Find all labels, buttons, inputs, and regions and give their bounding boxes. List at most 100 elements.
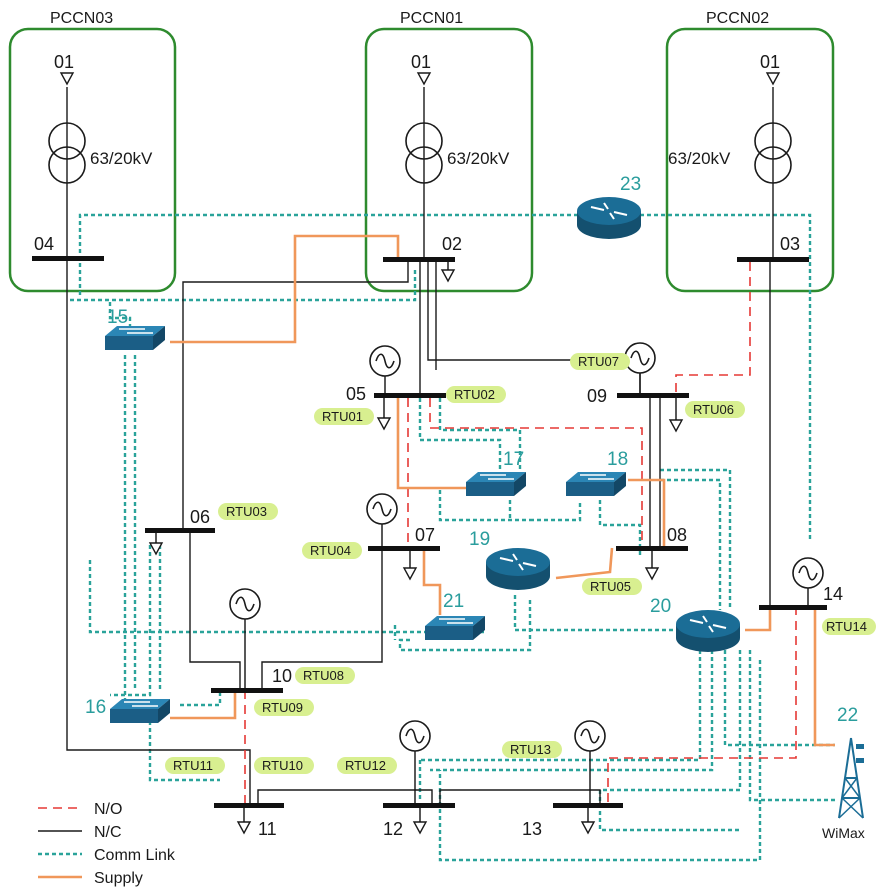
- bus-label-10: 10: [272, 666, 292, 686]
- rtu-06: RTU06: [685, 401, 745, 418]
- feeder-label-pccn01: 01: [411, 52, 431, 72]
- legend-supply: Supply: [94, 870, 143, 887]
- svg-text:RTU09: RTU09: [262, 700, 303, 715]
- pccn01-label: PCCN01: [400, 10, 463, 27]
- switch-icon: [565, 471, 627, 497]
- svg-text:RTU13: RTU13: [510, 742, 551, 757]
- svg-text:RTU12: RTU12: [345, 758, 386, 773]
- legend: N/O N/C Comm Link Supply: [38, 801, 176, 887]
- generator-icon: [369, 345, 401, 377]
- generator-icon: [366, 493, 398, 525]
- generator-icon: [624, 342, 656, 374]
- generator-icon: [792, 557, 824, 589]
- node-label-22: 22: [837, 705, 858, 726]
- pccn02-label: PCCN02: [706, 10, 769, 27]
- svg-text:RTU01: RTU01: [322, 409, 363, 424]
- svg-text:RTU10: RTU10: [262, 758, 303, 773]
- rtu-08: RTU08: [295, 667, 355, 684]
- rtu-13: RTU13: [502, 741, 562, 758]
- no-lines: [244, 262, 797, 805]
- bus-label-04: 04: [34, 234, 54, 254]
- bus-bars: [32, 256, 827, 808]
- svg-text:RTU07: RTU07: [578, 354, 619, 369]
- rtu-12: RTU12: [337, 757, 397, 774]
- bus-10: [211, 688, 283, 693]
- rtu-09: RTU09: [254, 699, 314, 716]
- generator-icon: [574, 720, 606, 752]
- rtu-05: RTU05: [582, 578, 642, 595]
- bus-08: [616, 546, 688, 551]
- svg-text:RTU05: RTU05: [590, 579, 631, 594]
- feeder-01-pccn01: 01 63/20kV: [405, 52, 510, 184]
- supply-lines: [170, 234, 835, 747]
- bus-02: [383, 257, 455, 262]
- svg-text:RTU03: RTU03: [226, 504, 267, 519]
- generators: [229, 342, 824, 803]
- svg-text:RTU02: RTU02: [454, 387, 495, 402]
- node-label-16: 16: [85, 697, 106, 718]
- bus-label-07: 07: [415, 525, 435, 545]
- bus-label-05: 05: [346, 384, 366, 404]
- rtu-03: RTU03: [218, 503, 278, 520]
- bus-07: [368, 546, 440, 551]
- bus-label-08: 08: [667, 525, 687, 545]
- bus-06: [145, 528, 215, 533]
- svg-text:RTU14: RTU14: [826, 619, 867, 634]
- comm-links: [70, 213, 835, 862]
- wimax-tower-icon: [838, 737, 865, 819]
- svg-text:RTU04: RTU04: [310, 543, 351, 558]
- svg-text:RTU11: RTU11: [173, 758, 213, 773]
- bus-label-06: 06: [190, 507, 210, 527]
- switch-icon: [104, 325, 166, 351]
- router-icon: [675, 609, 741, 653]
- node-label-21: 21: [443, 591, 464, 612]
- bus-label-09: 09: [587, 386, 607, 406]
- rtu-01: RTU01: [314, 408, 374, 425]
- bus-label-14: 14: [823, 584, 843, 604]
- bus-14: [759, 605, 827, 610]
- rtu-07: RTU07: [570, 353, 630, 370]
- voltage-label-pccn01: 63/20kV: [447, 149, 510, 168]
- bus-04: [32, 256, 104, 261]
- node-label-20: 20: [650, 596, 671, 617]
- node-label-23: 23: [620, 174, 641, 195]
- switch-icon: [465, 471, 527, 497]
- feeder-01-pccn03: 01 63/20kV: [48, 52, 153, 184]
- feeder-label-pccn03: 01: [54, 52, 74, 72]
- router-icon: [485, 547, 551, 591]
- rtu-10: RTU10: [254, 757, 314, 774]
- bus-13: [553, 803, 623, 808]
- pccn03-box: [8, 27, 177, 293]
- bus-09: [617, 393, 689, 398]
- rtu-11: RTU11: [165, 757, 225, 774]
- pccn03-label: PCCN03: [50, 10, 113, 27]
- rtu-04: RTU04: [302, 542, 362, 559]
- bus-label-13: 13: [522, 819, 542, 839]
- bus-11: [214, 803, 284, 808]
- switch-icon: [109, 698, 171, 724]
- feeder-01-pccn02: 01 63/20kV: [668, 52, 792, 184]
- bus-label-02: 02: [442, 234, 462, 254]
- voltage-label-pccn02: 63/20kV: [668, 149, 731, 168]
- feeder-label-pccn02: 01: [760, 52, 780, 72]
- switch-icon: [424, 615, 486, 641]
- router-icon: [576, 196, 642, 240]
- wimax-label: WiMax: [822, 825, 865, 841]
- node-label-17: 17: [503, 449, 524, 470]
- legend-comm: Comm Link: [94, 847, 176, 864]
- rtu-badges: RTU01 RTU02 RTU03 RTU04 RTU05 RTU06 RTU0…: [165, 353, 876, 774]
- generator-icon: [399, 720, 431, 752]
- bus-label-03: 03: [780, 234, 800, 254]
- bus-03: [737, 257, 809, 262]
- bus-label-12: 12: [383, 819, 403, 839]
- pccn01-box: [364, 27, 534, 293]
- voltage-label-pccn03: 63/20kV: [90, 149, 153, 168]
- rtu-14: RTU14: [822, 618, 876, 635]
- pccn02-box: [665, 27, 835, 293]
- bus-12: [383, 803, 455, 808]
- node-label-19: 19: [469, 529, 490, 550]
- svg-text:RTU08: RTU08: [303, 668, 344, 683]
- rtu-02: RTU02: [446, 386, 506, 403]
- node-label-18: 18: [607, 449, 628, 470]
